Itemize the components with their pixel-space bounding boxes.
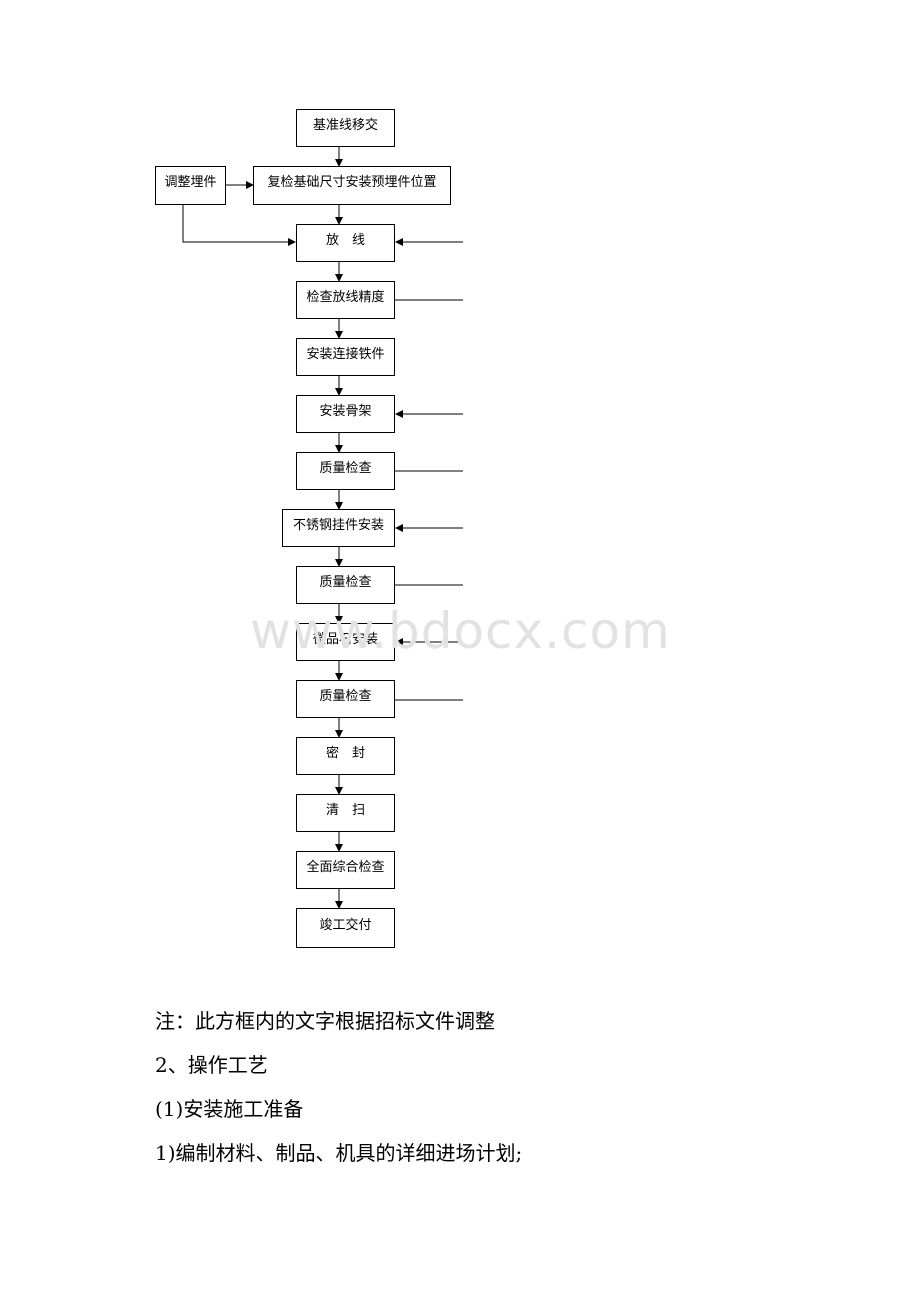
step-install-connectors: 安装连接铁件 — [296, 338, 395, 376]
step-full-inspection: 全面综合检查 — [296, 851, 395, 889]
step-recheck-foundation: 复检基础尺寸安装预埋件位置 — [253, 166, 451, 205]
step-cleaning: 清 扫 — [296, 794, 395, 832]
step-baseline-handover: 基准线移交 — [296, 109, 395, 147]
list-item-1: 1)编制材料、制品、机具的详细进场计划; — [155, 1141, 523, 1165]
step-check-layout-precision: 检查放线精度 — [296, 281, 395, 319]
step-completion-handover: 竣工交付 — [296, 908, 395, 948]
note-text: 注：此方框内的文字根据招标文件调整 — [155, 1009, 495, 1033]
flowchart-lines — [182, 147, 463, 909]
step-quality-check-3: 质量检查 — [296, 680, 395, 718]
section-heading: 2、操作工艺 — [155, 1053, 268, 1077]
step-layout: 放 线 — [296, 224, 395, 262]
subsection-heading: (1)安装施工准备 — [155, 1097, 304, 1121]
step-install-frame: 安装骨架 — [296, 395, 395, 433]
step-quality-check-1: 质量检查 — [296, 452, 395, 490]
side-to-layout-arrow — [182, 205, 296, 246]
step-steel-hanger-install: 不锈钢挂件安装 — [282, 509, 395, 547]
step-microcrystal-stone-install: 微品石安装 — [296, 623, 395, 661]
step-quality-check-2: 质量检查 — [296, 566, 395, 604]
side-adjust-embedded: 调整埋件 — [155, 166, 226, 205]
step-sealing: 密 封 — [296, 737, 395, 775]
